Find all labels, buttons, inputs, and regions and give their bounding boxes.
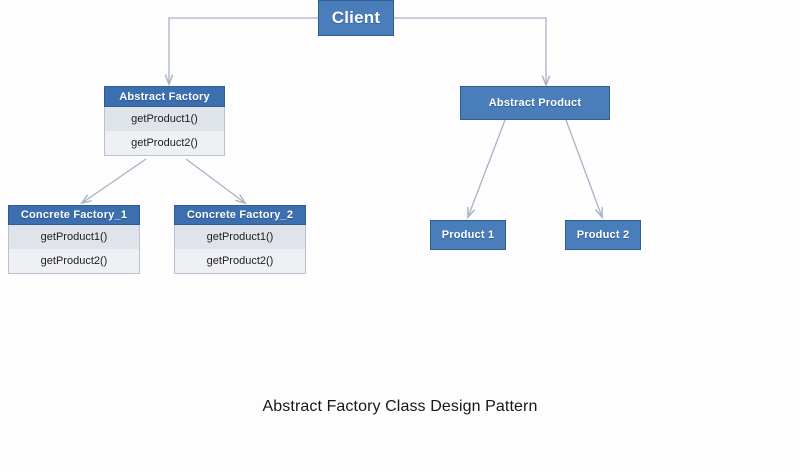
edge-abstract-product-to-product-2 — [565, 119, 602, 217]
node-product-1[interactable]: Product 1 — [430, 220, 506, 250]
method-label: getProduct2() — [206, 255, 274, 267]
method-label: getProduct2() — [40, 255, 108, 267]
method-label: getProduct1() — [131, 113, 198, 125]
node-product-2[interactable]: Product 2 — [565, 220, 641, 250]
edge-client-to-abstract-factory — [169, 17, 318, 84]
node-product-1-label: Product 1 — [441, 229, 495, 241]
node-abstract-factory[interactable]: Abstract Factory getProduct1() getProduc… — [104, 86, 225, 156]
node-product-2-label: Product 2 — [576, 229, 630, 241]
method-row: getProduct1() — [9, 225, 139, 249]
edge-abstract-factory-to-concrete-factory-1 — [82, 158, 147, 203]
method-row: getProduct2() — [175, 249, 305, 273]
node-abstract-factory-header: Abstract Factory — [104, 86, 225, 107]
diagram-caption: Abstract Factory Class Design Pattern — [262, 398, 538, 415]
node-client-label: Client — [331, 8, 381, 27]
method-label: getProduct1() — [206, 231, 274, 243]
node-concrete-factory-1[interactable]: Concrete Factory_1 getProduct1() getProd… — [8, 205, 140, 274]
method-row: getProduct2() — [9, 249, 139, 273]
node-concrete-factory-2-header: Concrete Factory_2 — [174, 205, 306, 225]
node-concrete-factory-2-title: Concrete Factory_2 — [186, 209, 294, 221]
method-label: getProduct1() — [40, 231, 108, 243]
method-label: getProduct2() — [131, 137, 198, 149]
node-abstract-factory-methods: getProduct1() getProduct2() — [104, 107, 225, 156]
node-abstract-product[interactable]: Abstract Product — [460, 86, 610, 120]
node-concrete-factory-2[interactable]: Concrete Factory_2 getProduct1() getProd… — [174, 205, 306, 274]
node-concrete-factory-2-methods: getProduct1() getProduct2() — [174, 225, 306, 274]
method-row: getProduct1() — [175, 225, 305, 249]
node-concrete-factory-1-methods: getProduct1() getProduct2() — [8, 225, 140, 274]
node-abstract-product-label: Abstract Product — [488, 97, 582, 109]
method-row: getProduct2() — [105, 131, 224, 155]
node-client[interactable]: Client — [318, 0, 394, 36]
edge-client-to-abstract-product — [394, 17, 546, 85]
edge-abstract-product-to-product-1 — [468, 119, 506, 217]
edge-abstract-factory-to-concrete-factory-2 — [185, 158, 245, 203]
node-concrete-factory-1-title: Concrete Factory_1 — [20, 209, 128, 221]
node-concrete-factory-1-header: Concrete Factory_1 — [8, 205, 140, 225]
method-row: getProduct1() — [105, 107, 224, 131]
node-abstract-factory-title: Abstract Factory — [119, 90, 210, 103]
